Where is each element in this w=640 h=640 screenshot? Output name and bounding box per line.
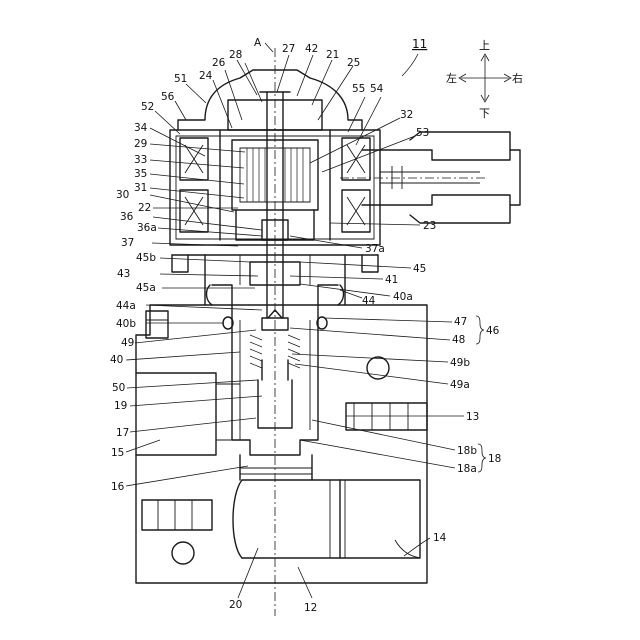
- ref-56: 56: [161, 91, 175, 103]
- ref-45a: 45a: [136, 282, 156, 294]
- ref-21: 21: [326, 49, 339, 61]
- direction-up-label: 上: [479, 39, 490, 52]
- reference-numerals: 28 27 42 21 26 25 24 51 56 52 55 54 32 5…: [110, 43, 501, 614]
- ref-19: 19: [114, 400, 127, 412]
- ref-27: 27: [282, 43, 295, 55]
- ref-44: 44: [362, 295, 376, 307]
- ref-14: 14: [433, 532, 447, 544]
- ref-24: 24: [199, 70, 213, 82]
- ref-40: 40: [110, 354, 123, 366]
- ref-55: 55: [352, 83, 365, 95]
- ref-44a: 44a: [116, 300, 136, 312]
- ref-35: 35: [134, 168, 147, 180]
- ref-50: 50: [112, 382, 125, 394]
- ref-49a: 49a: [450, 379, 470, 391]
- ref-16: 16: [111, 481, 125, 493]
- ref-29: 29: [134, 138, 147, 150]
- ref-20: 20: [229, 599, 242, 611]
- ref-48: 48: [452, 334, 465, 346]
- ref-28: 28: [229, 49, 242, 61]
- ref-13: 13: [466, 411, 479, 423]
- ref-33: 33: [134, 154, 147, 166]
- direction-indicator: [459, 54, 511, 102]
- ref-49b: 49b: [450, 357, 470, 369]
- ref-15: 15: [111, 447, 124, 459]
- ref-18a: 18a: [457, 463, 477, 475]
- connector: [340, 132, 520, 223]
- ref-41: 41: [385, 274, 398, 286]
- axis-label: A: [254, 37, 262, 49]
- valve-body: [136, 305, 427, 583]
- ref-36a: 36a: [137, 222, 157, 234]
- ref-18b: 18b: [457, 445, 477, 457]
- ref-49: 49: [121, 337, 134, 349]
- direction-down-label: 下: [479, 107, 490, 120]
- ref-46: 46: [486, 325, 500, 337]
- ref-36: 36: [120, 211, 134, 223]
- ref-43: 43: [117, 268, 130, 280]
- ref-52: 52: [141, 101, 154, 113]
- direction-left-label: 左: [446, 72, 457, 85]
- bracket-46: [476, 316, 484, 344]
- ref-31: 31: [134, 182, 147, 194]
- ref-47: 47: [454, 316, 467, 328]
- direction-right-label: 右: [512, 71, 523, 85]
- bracket-18: [478, 444, 486, 472]
- ref-32: 32: [400, 109, 413, 121]
- ref-51: 51: [174, 73, 187, 85]
- ref-40a: 40a: [393, 291, 413, 303]
- assembly-ref-leader: [402, 54, 418, 76]
- ref-23: 23: [423, 220, 436, 232]
- ref-12: 12: [304, 602, 317, 614]
- ref-42: 42: [305, 43, 318, 55]
- ref-26: 26: [212, 57, 226, 69]
- ref-40b: 40b: [116, 318, 136, 330]
- ref-53: 53: [416, 127, 429, 139]
- ref-30: 30: [116, 189, 129, 201]
- ref-22: 22: [138, 202, 151, 214]
- assembly-ref-label: 11: [412, 37, 427, 51]
- ref-45: 45: [413, 263, 426, 275]
- ref-37: 37: [121, 237, 134, 249]
- ref-18: 18: [488, 453, 501, 465]
- ref-17: 17: [116, 427, 129, 439]
- ref-45b: 45b: [136, 252, 156, 264]
- axis-pointer: [265, 43, 273, 52]
- ref-25: 25: [347, 57, 360, 69]
- ref-34: 34: [134, 122, 148, 134]
- stator-base: [172, 255, 378, 305]
- ref-54: 54: [370, 83, 384, 95]
- ref-37a: 37a: [365, 243, 385, 255]
